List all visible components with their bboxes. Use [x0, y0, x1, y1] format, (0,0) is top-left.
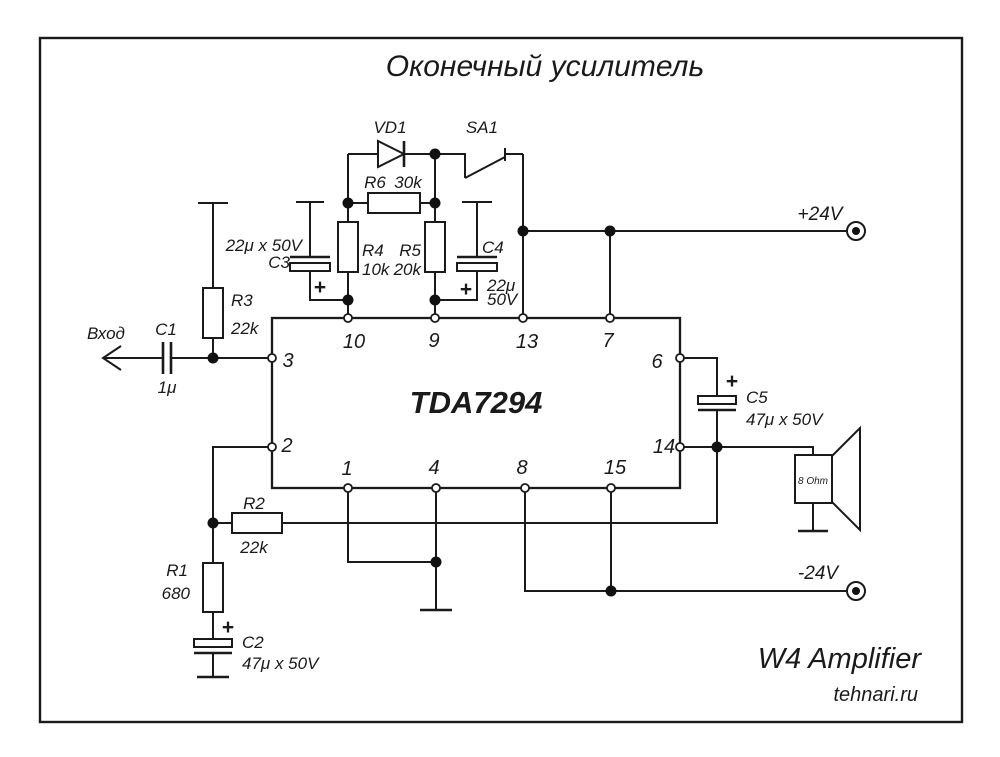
- footer-title: W4 Amplifier: [758, 643, 923, 675]
- c3-value: 22μ x 50V: [225, 236, 304, 255]
- r4-ref: R4: [362, 241, 384, 260]
- ic-pin-13: 13: [516, 331, 538, 353]
- c5-value: 47μ x 50V: [746, 410, 824, 429]
- ic-pin-1: 1: [341, 458, 352, 480]
- ic-pin-10: 10: [343, 331, 365, 353]
- diode-icon: [377, 139, 407, 169]
- r6-ref: R6: [364, 173, 386, 192]
- ic-pin-terminals: [267, 313, 685, 493]
- r2-ref: R2: [243, 494, 265, 513]
- ic-tda7294: TDA7294 3 2 10 9 13 7 6 14 1 4 8 15: [270, 316, 682, 490]
- ic-pin-3: 3: [282, 350, 293, 372]
- r6-value: 30k: [394, 173, 423, 192]
- capacitor-c5: + C5 47μ x 50V: [680, 357, 824, 447]
- r2-value: 22k: [239, 538, 269, 557]
- ic-pin-8: 8: [516, 457, 527, 479]
- capacitor-c4: C4 + 22μ 50V: [435, 201, 519, 309]
- capacitor-c1: C1 1μ: [155, 320, 272, 397]
- c2-value: 47μ x 50V: [242, 654, 320, 673]
- c4-value-top: 22μ: [486, 276, 516, 295]
- wire: [347, 488, 436, 563]
- junction-dots: [207, 148, 723, 597]
- output-wire: [680, 446, 814, 455]
- c1-ref: C1: [155, 320, 177, 339]
- c4-value-bottom: 50V: [487, 290, 519, 309]
- r5-value: 20k: [393, 260, 423, 279]
- vd1-ref: VD1: [373, 118, 406, 137]
- minus24v-label: -24V: [798, 563, 840, 584]
- ic-body: [270, 316, 682, 490]
- ic-pin-4: 4: [428, 457, 439, 479]
- ic-pin-6: 6: [651, 351, 663, 373]
- footer-site: tehnari.ru: [834, 684, 919, 706]
- sa1-ref: SA1: [466, 118, 498, 137]
- c3-ref: C3: [268, 253, 290, 272]
- switch-blade-icon: [464, 156, 506, 179]
- resistor-r3: R3 22k: [198, 202, 260, 358]
- terminal-plus24v: +24V: [798, 204, 866, 241]
- ic-pin-9: 9: [428, 330, 439, 352]
- resistor-r1: R1 680: [162, 561, 224, 613]
- ic-pin-14: 14: [653, 436, 675, 458]
- switch-sa1: SA1: [435, 118, 523, 179]
- r3-value: 22k: [230, 319, 260, 338]
- c2-plus-sign: +: [222, 616, 234, 639]
- ic-pin-15: 15: [604, 457, 627, 479]
- resistor-r5: R5 20k: [393, 221, 446, 279]
- c5-ref: C5: [746, 388, 768, 407]
- ic-pin-7: 7: [602, 330, 614, 352]
- r1-ref: R1: [166, 561, 188, 580]
- capacitor-c2: + C2 47μ x 50V: [193, 612, 320, 679]
- input-connector: Вход: [87, 324, 163, 371]
- r3-ref: R3: [231, 291, 253, 310]
- negative-rail-wire: [524, 488, 847, 592]
- capacitor-c3: 22μ x 50V C3 +: [225, 201, 348, 301]
- c5-plus-sign: +: [726, 370, 738, 393]
- resistor-r4: R4 10k: [337, 221, 391, 279]
- r4-value: 10k: [362, 260, 391, 279]
- input-label: Вход: [87, 324, 125, 343]
- diode-vd1: VD1: [348, 118, 435, 169]
- c2-ref: C2: [242, 633, 264, 652]
- terminal-minus24v: -24V: [798, 563, 866, 601]
- speaker: 8 Ohm: [794, 425, 861, 533]
- c4-plus-sign: +: [460, 278, 472, 301]
- plus24v-label: +24V: [798, 204, 845, 225]
- ic-pin-2: 2: [280, 435, 292, 457]
- ground-pin4: [420, 488, 452, 612]
- schematic-title: Оконечный усилитель: [386, 50, 705, 83]
- speaker-impedance: 8 Ohm: [798, 476, 828, 487]
- c3-plus-sign: +: [314, 276, 326, 299]
- ic-name: TDA7294: [410, 385, 543, 420]
- c1-value: 1μ: [158, 378, 177, 397]
- feedback-wire: [282, 447, 718, 524]
- r5-ref: R5: [399, 241, 421, 260]
- resistor-r2: R2 22k: [213, 494, 283, 557]
- c4-ref: C4: [482, 238, 504, 257]
- r1-value: 680: [162, 584, 191, 603]
